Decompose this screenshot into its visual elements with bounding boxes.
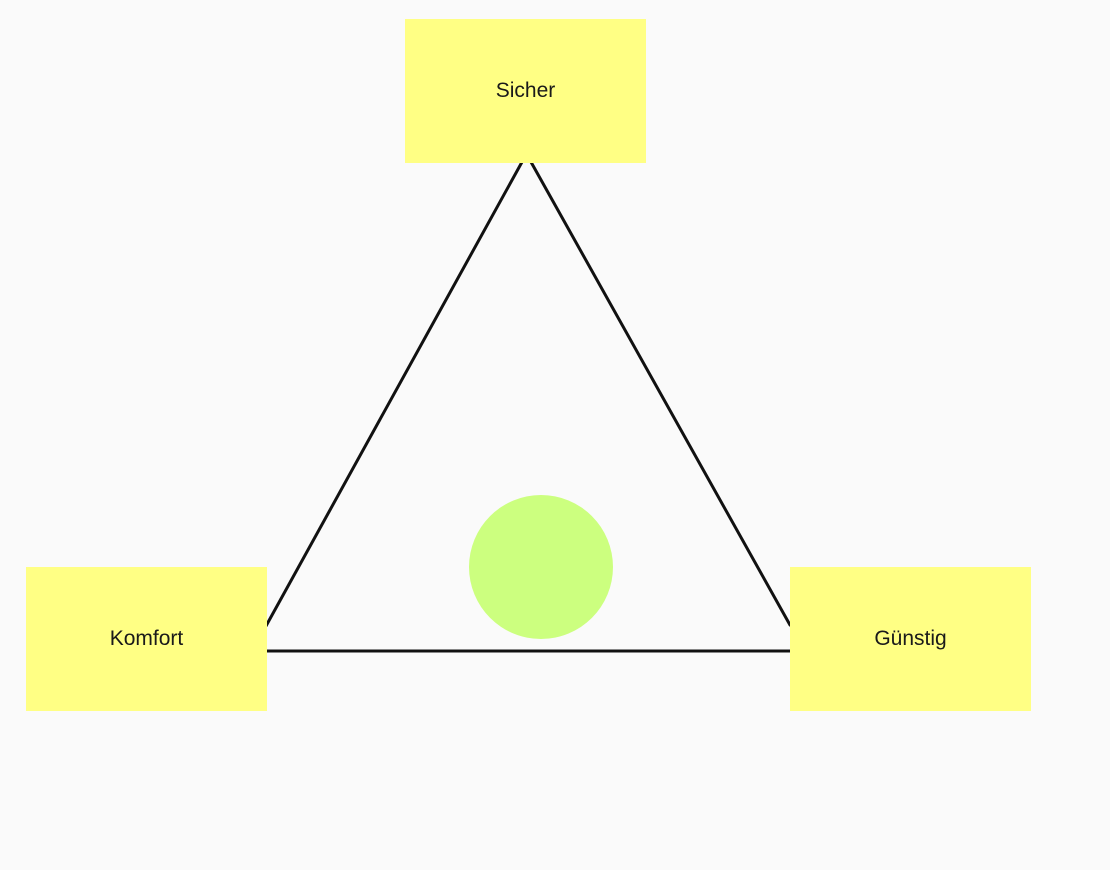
edge-top-to-right (529, 160, 792, 627)
sticky-note-label: Sicher (495, 79, 556, 102)
sticky-note-komfort[interactable]: Komfort (26, 567, 267, 711)
sticky-note-sicher[interactable]: Sicher (405, 19, 646, 163)
sticky-note-label: Komfort (109, 627, 184, 650)
sticky-note-label: Günstig (874, 627, 947, 650)
sticky-note-guenstig[interactable]: Günstig (790, 567, 1031, 711)
edge-top-to-left (264, 160, 524, 628)
position-marker-circle[interactable] (469, 495, 613, 639)
